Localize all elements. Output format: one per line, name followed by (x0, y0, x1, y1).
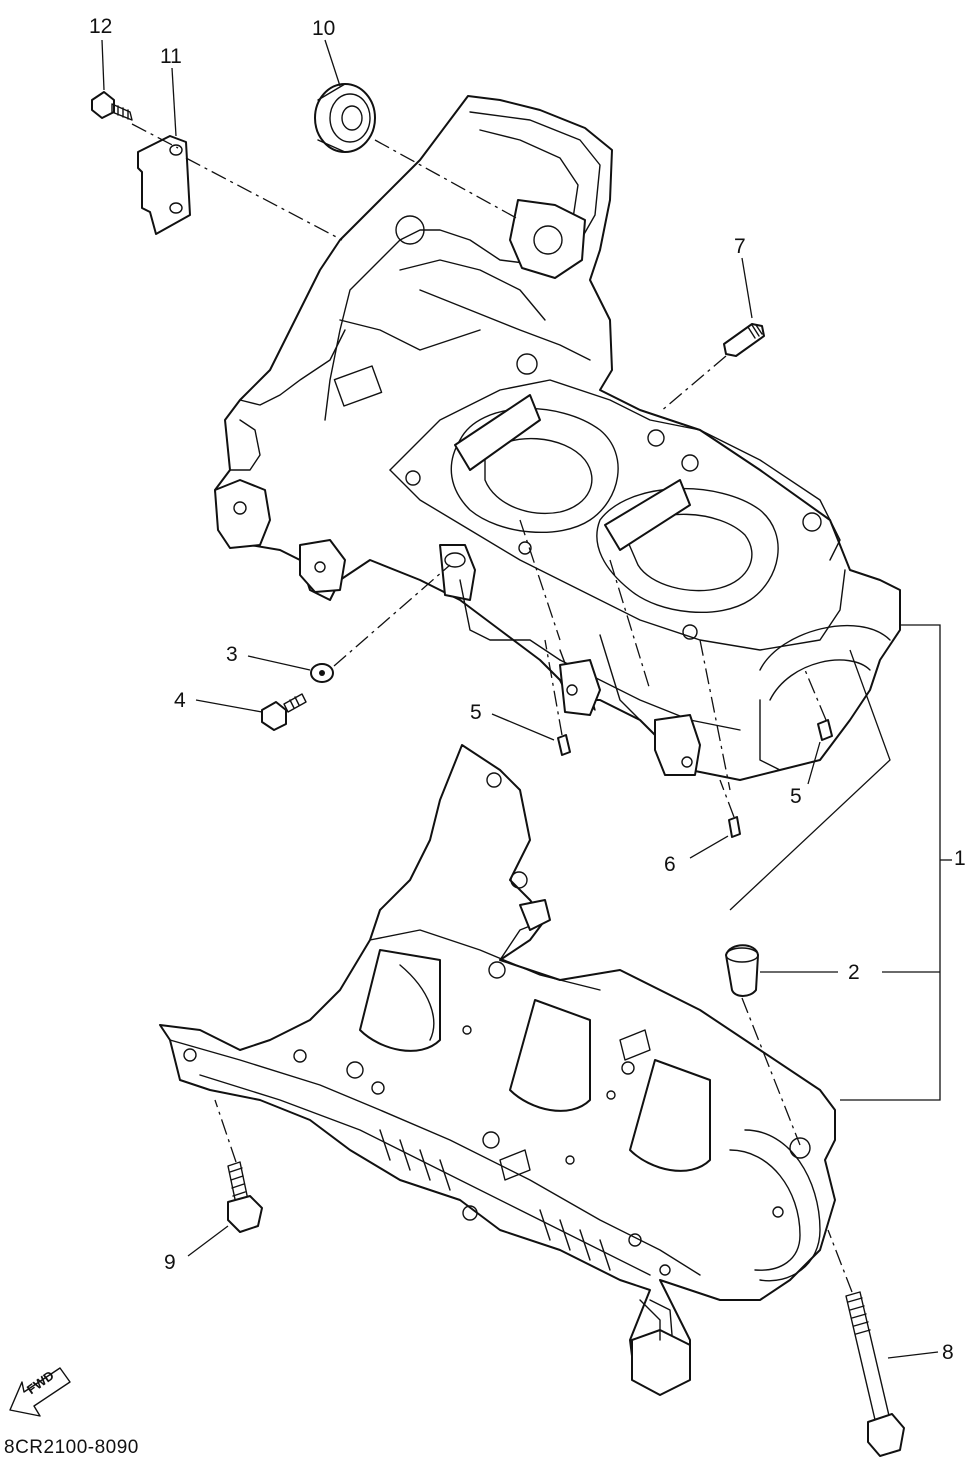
plug-7 (723, 323, 765, 357)
callout-7: 7 (734, 235, 746, 258)
fwd-arrow-icon (9, 1367, 71, 1417)
leader-lines (101, 39, 952, 1359)
callout-6: 6 (664, 853, 676, 876)
washer-3 (310, 663, 334, 683)
bracket-11 (137, 135, 191, 235)
assembly-lines (131, 123, 853, 1293)
callout-9: 9 (164, 1251, 176, 1274)
callout-8: 8 (942, 1341, 954, 1364)
lower-crankcase (159, 744, 836, 1396)
callout-11: 11 (160, 45, 182, 68)
callout-5b: 5 (790, 785, 802, 808)
pin-5b (817, 719, 833, 741)
bolt-12 (91, 91, 133, 121)
diagram-code: 8CR2100-8090 (4, 1437, 139, 1458)
callout-10: 10 (312, 17, 336, 40)
bolt-9 (227, 1161, 263, 1233)
bolt-8 (845, 1291, 905, 1457)
callout-4: 4 (174, 689, 186, 712)
callout-1: 1 (954, 847, 966, 870)
callout-2: 2 (848, 961, 860, 984)
upper-crankcase (214, 95, 901, 781)
bolt-4 (261, 693, 307, 731)
callout-5a: 5 (470, 701, 482, 724)
cap-2 (725, 944, 759, 997)
bearing-10 (314, 83, 376, 153)
pin-5a (557, 734, 571, 756)
callout-12: 12 (89, 15, 113, 38)
callout-3: 3 (226, 643, 238, 666)
pin-6 (728, 816, 741, 838)
